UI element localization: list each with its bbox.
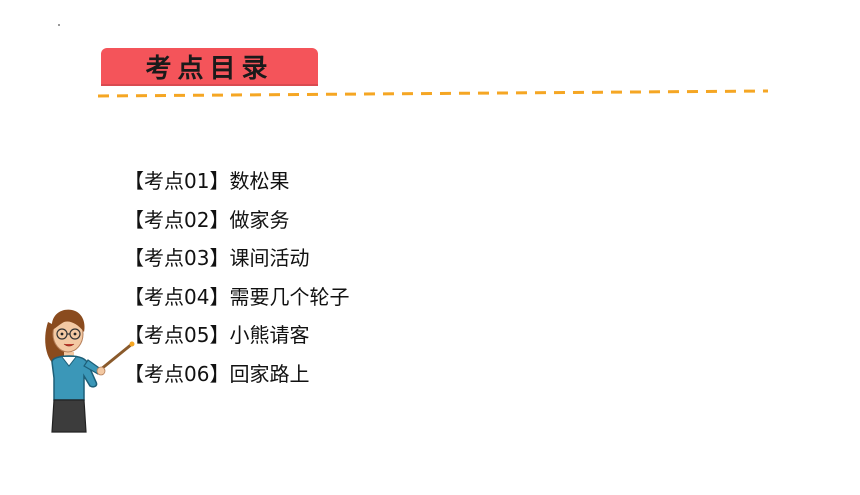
- list-item[interactable]: 【考点04】需要几个轮子: [124, 284, 350, 309]
- list-item[interactable]: 【考点06】回家路上: [124, 361, 310, 386]
- list-item[interactable]: 【考点03】课间活动: [124, 246, 310, 271]
- small-dot: [58, 24, 60, 26]
- teacher-illustration: [45, 309, 135, 433]
- pointer-stick: [98, 342, 134, 372]
- list-item[interactable]: 【考点01】数松果: [124, 169, 290, 193]
- title-tab: 考点目录: [101, 48, 318, 84]
- dashed-divider: [98, 89, 769, 98]
- list-item[interactable]: 【考点02】做家务: [124, 207, 290, 232]
- topic-list: 【考点01】数松果 【考点02】做家务 【考点03】课间活动 【考点04】需要几…: [124, 166, 349, 398]
- page-title: 考点目录: [145, 53, 274, 84]
- list-item[interactable]: 【考点05】小熊请客: [124, 323, 310, 348]
